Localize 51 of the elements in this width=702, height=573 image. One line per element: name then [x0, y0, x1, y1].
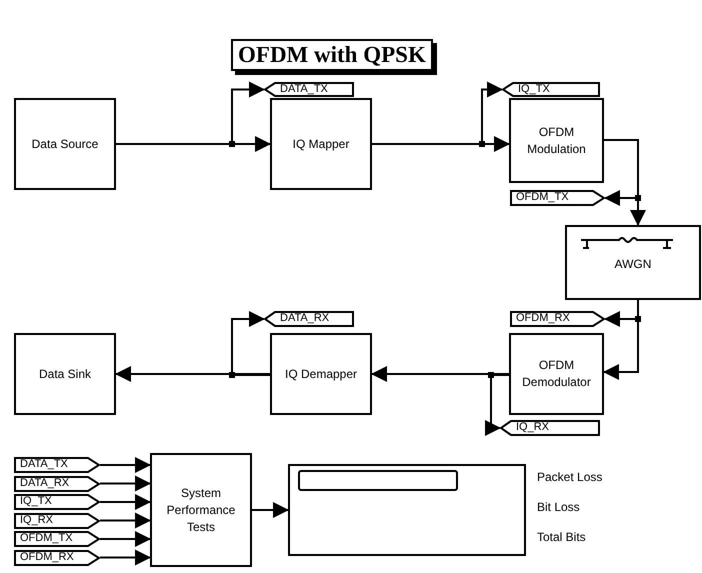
from-tag	[14, 531, 100, 547]
block-box	[150, 453, 252, 567]
block-label: System Performance Tests	[166, 484, 236, 536]
channel-block	[565, 225, 701, 300]
block-box	[14, 98, 116, 190]
block-box	[509, 333, 604, 415]
display-bar	[298, 470, 458, 491]
goto-tag	[264, 311, 354, 327]
tag-label: OFDM_RX	[20, 550, 74, 562]
signal-arrow	[100, 550, 151, 566]
block-label: AWGN	[614, 256, 652, 273]
signal-arrow	[100, 457, 151, 473]
from-tag	[14, 457, 100, 473]
tag-label: OFDM_RX	[516, 312, 570, 324]
output-label: Bit Loss	[537, 499, 580, 515]
signal-arrow	[371, 366, 509, 382]
from-tag	[14, 512, 100, 528]
tag-label: IQ_RX	[516, 421, 550, 433]
tag-label: IQ_TX	[20, 495, 52, 507]
block-label: IQ Mapper	[292, 136, 350, 152]
from-tag	[510, 190, 605, 206]
tag-label: IQ_RX	[20, 514, 54, 526]
from-tag	[14, 494, 100, 510]
signal-arrow	[231, 311, 270, 376]
signal-arrow	[100, 531, 151, 547]
block-box	[14, 333, 116, 415]
signal-arrow	[100, 494, 151, 510]
block-label: Data Sink	[38, 366, 92, 382]
tag-label: DATA_TX	[20, 458, 68, 470]
signal-arrow	[115, 366, 270, 382]
block-label: OFDM Modulation	[526, 124, 587, 158]
goto-tag	[500, 420, 600, 436]
block-label: IQ Demapper	[284, 366, 358, 382]
tag-label: IQ_TX	[518, 83, 550, 95]
signal-arrow	[485, 374, 509, 436]
tag-label: DATA_TX	[280, 83, 328, 95]
from-tag	[510, 311, 605, 327]
signal-arrow	[100, 476, 151, 492]
from-tag	[14, 476, 100, 492]
tag-label: OFDM_TX	[516, 191, 569, 203]
block-box	[270, 333, 372, 415]
from-tag	[14, 550, 100, 566]
tag-label: OFDM_TX	[20, 532, 73, 544]
tag-label: DATA_RX	[20, 476, 70, 488]
output-label: Total Bits	[537, 529, 586, 545]
output-label: Packet Loss	[537, 469, 602, 485]
signal-arrow	[252, 502, 289, 518]
block-label: OFDM Demodulator	[521, 357, 592, 391]
block-label: Data Source	[30, 136, 100, 152]
signal-arrow	[100, 512, 151, 528]
tag-label: DATA_RX	[280, 312, 330, 324]
